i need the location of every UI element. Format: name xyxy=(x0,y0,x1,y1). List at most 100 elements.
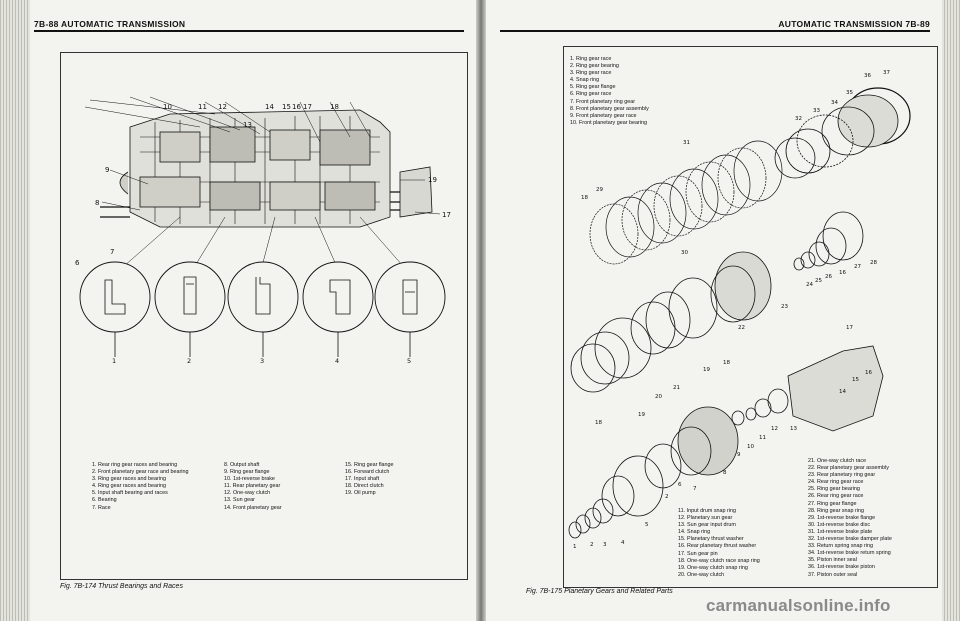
legend-item: 1. Rear ring gear races and bearing xyxy=(92,462,178,468)
clutch-disc xyxy=(717,147,767,209)
legend-item: 4. Ring gear races and bearing xyxy=(92,483,167,490)
legend-item: 33. Return spring snap ring xyxy=(808,543,874,550)
legend-item: 27. Ring gear flange xyxy=(808,500,857,507)
callout-14: 14 xyxy=(839,389,846,395)
left-page: 7B-88 AUTOMATIC TRANSMISSION xyxy=(0,0,476,621)
detail-label-2: 2 xyxy=(187,357,191,365)
callout-20: 20 xyxy=(655,394,662,400)
callout-26: 26 xyxy=(825,274,832,280)
page-binding-edge xyxy=(942,0,960,621)
callout-16-lower: 16 xyxy=(865,370,872,376)
legend-top: 1. Ring gear race 2. Ring gear bearing 3… xyxy=(570,56,649,127)
transmission-cross-section-diagram: 10 11 12 13 14 15 16 17 18 9 8 19 17 7 6 xyxy=(75,96,451,365)
legend-item: 3. Ring gear race xyxy=(570,70,612,77)
legend-item: 6. Ring gear race xyxy=(570,91,612,98)
legend-item: 11. Rear planetary gear xyxy=(224,483,281,490)
callout-19-low: 19 xyxy=(638,412,645,418)
callout-18: 18 xyxy=(581,195,588,201)
legend-item: 9. Front planetary gear race xyxy=(570,112,637,119)
legend-item: 15. Ring gear flange xyxy=(345,462,394,468)
legend-item: 21. One-way clutch race xyxy=(808,458,867,464)
callout-7: 7 xyxy=(693,486,697,492)
legend-column-3: 15. Ring gear flange 16. Forward clutch … xyxy=(345,462,394,497)
callout-30: 30 xyxy=(681,250,688,256)
legend-item: 35. Piston inner seal xyxy=(808,557,857,564)
callout-34: 34 xyxy=(831,100,838,106)
legend-item: 2. Front planetary gear race and bearing xyxy=(92,469,189,476)
callout-1: 1 xyxy=(573,544,577,550)
callout-3: 3 xyxy=(603,542,607,548)
callout-10: 10 xyxy=(747,444,754,450)
callout-17-side: 17 xyxy=(442,211,451,219)
clutch-disc xyxy=(653,175,703,237)
callout-37: 37 xyxy=(883,70,890,76)
detail-label-3: 3 xyxy=(260,357,264,365)
legend-item: 18. One-way clutch race snap ring xyxy=(678,557,760,564)
callout-16: 16 xyxy=(839,270,846,276)
callout-23: 23 xyxy=(781,304,788,310)
figure-caption-174: Fig. 7B-174 Thrust Bearings and Races xyxy=(60,583,183,590)
callout-18: 18 xyxy=(330,103,339,111)
clutch-disc xyxy=(685,161,735,223)
legend-item: 7. Race xyxy=(92,504,111,511)
callout-4: 4 xyxy=(621,540,625,546)
legend-item: 22. Rear planetary gear assembly xyxy=(808,465,889,472)
callout-19: 19 xyxy=(703,367,710,373)
legend-item: 31. 1st-reverse brake plate xyxy=(808,528,873,535)
legend-item: 26. Rear ring gear race xyxy=(808,493,864,500)
callout-9: 9 xyxy=(737,452,741,458)
callout-24: 24 xyxy=(806,282,813,288)
clutch-disc xyxy=(589,203,639,265)
legend-item: 19. Oil pump xyxy=(345,490,376,497)
legend-item: 2. Ring gear bearing xyxy=(570,63,619,70)
legend-item: 8. Front planetary gear assembly xyxy=(570,105,649,112)
callout-2-low: 2 xyxy=(590,542,594,548)
callout-9: 9 xyxy=(105,166,109,174)
legend-item: 17. Input shaft xyxy=(345,476,380,483)
planetary-gears-exploded-diagram: 36 37 35 34 33 32 31 29 18 30 24 25 26 1… xyxy=(568,70,911,550)
callout-11: 11 xyxy=(759,435,766,441)
detail-label-5: 5 xyxy=(407,357,411,365)
callout-8: 8 xyxy=(723,470,727,476)
legend-item: 10. Front planetary gear bearing xyxy=(570,119,648,126)
figure-frame-175 xyxy=(563,46,938,588)
right-page: AUTOMATIC TRANSMISSION 7B-89 1. Ring gea… xyxy=(486,0,960,621)
legend-item: 29. 1st-reverse brake flange xyxy=(808,514,876,521)
legend-item: 34. 1st-reverse brake return spring xyxy=(808,550,891,557)
legend-item: 17. Sun gear pin xyxy=(678,550,718,557)
watermark-text: carmanualsonline.info xyxy=(706,596,891,615)
callout-14: 14 xyxy=(265,103,274,111)
figure-frame-174 xyxy=(60,52,468,580)
clutch-disc xyxy=(605,196,655,258)
clutch-disc xyxy=(733,140,783,202)
legend-item: 8. Output shaft xyxy=(224,462,260,468)
callout-27: 27 xyxy=(854,264,861,270)
clutch-disc xyxy=(669,168,719,230)
callout-10: 10 xyxy=(163,103,172,111)
legend-item: 14. Snap ring xyxy=(678,529,711,536)
detail-label-4: 4 xyxy=(335,357,339,365)
callout-6: 6 xyxy=(75,259,80,267)
callout-17: 17 xyxy=(303,103,312,111)
legend-item: 30. 1st-reverse brake disc xyxy=(808,521,871,528)
callout-33: 33 xyxy=(813,108,820,114)
legend-item: 14. Front planetary gear xyxy=(224,504,282,511)
callout-31: 31 xyxy=(683,140,690,146)
callout-19: 19 xyxy=(428,176,437,184)
legend-middle: 11. Input drum snap ring 12. Planetary s… xyxy=(678,508,760,579)
legend-item: 7. Front planetary ring gear xyxy=(570,98,636,105)
header-rule xyxy=(34,30,464,32)
callout-5: 5 xyxy=(645,522,649,528)
callout-29: 29 xyxy=(596,187,603,193)
header-rule xyxy=(500,30,930,32)
legend-item: 12. One-way clutch xyxy=(224,490,271,497)
clutch-disc xyxy=(701,154,751,216)
callout-6: 6 xyxy=(678,482,682,488)
legend-item: 32. 1st-reverse brake damper plate xyxy=(808,536,892,543)
book-spine xyxy=(476,0,486,621)
legend-item: 11. Input drum snap ring xyxy=(678,508,737,514)
callout-25: 25 xyxy=(815,278,822,284)
legend-item: 18. Direct clutch xyxy=(345,483,384,490)
legend-item: 28. Ring gear snap ring xyxy=(808,507,865,514)
legend-item: 16. Rear planetary thrust washer xyxy=(678,543,757,550)
